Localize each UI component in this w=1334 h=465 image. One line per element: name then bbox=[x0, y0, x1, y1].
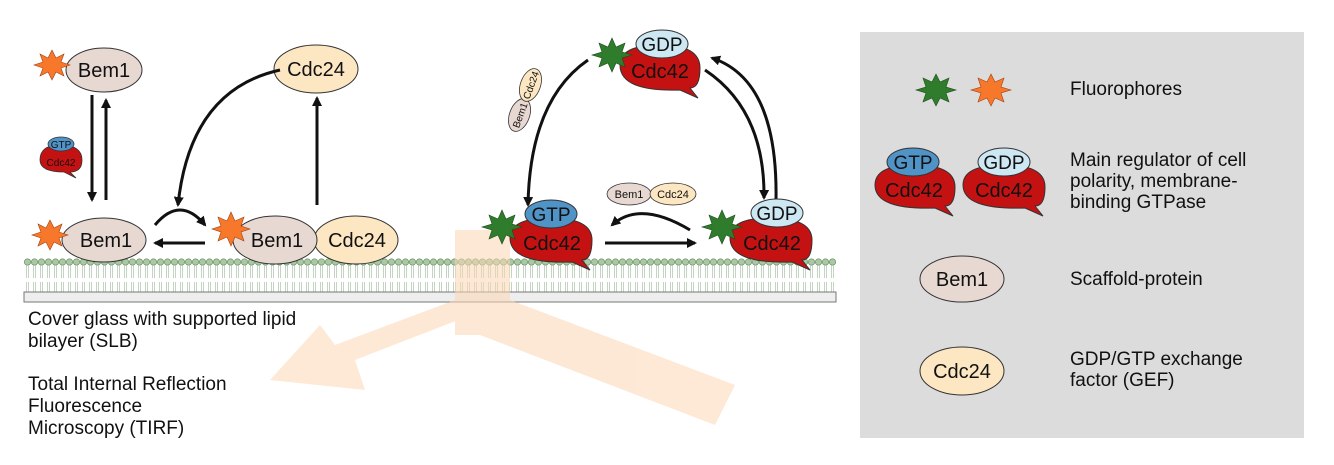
legend-text-bem1: Scaffold-protein bbox=[1070, 269, 1203, 290]
legend-cdc42-gdp-icon: Cdc42 GDP bbox=[962, 147, 1046, 217]
svg-text:GTP: GTP bbox=[893, 153, 932, 174]
top-bem1: Bem1 bbox=[33, 47, 143, 93]
legend-text-fluorophores: Fluorophores bbox=[1070, 79, 1182, 100]
fluorophore-orange-icon bbox=[969, 73, 1013, 107]
legend-text-cdc24: GDP/GTP exchange factor (GEF) bbox=[1070, 349, 1243, 391]
svg-text:Cdc42: Cdc42 bbox=[523, 233, 581, 255]
top-cdc24: Cdc24 bbox=[273, 44, 359, 94]
legend-icons: Cdc42 GTP Cdc42 GDP Bem1 Cdc24 bbox=[874, 73, 1046, 396]
svg-text:Cdc42: Cdc42 bbox=[743, 233, 801, 255]
svg-text:Cdc42: Cdc42 bbox=[47, 158, 76, 169]
fluorophore-green-icon bbox=[480, 209, 524, 245]
fluorophore-orange-icon bbox=[211, 211, 251, 247]
svg-text:GDP: GDP bbox=[983, 153, 1024, 174]
right-cdc42-gdp: Cdc42 GDP bbox=[700, 198, 813, 271]
svg-text:Bem1: Bem1 bbox=[936, 269, 988, 291]
fluorophore-orange-icon bbox=[33, 49, 71, 81]
svg-text:GDP: GDP bbox=[756, 204, 797, 225]
fluorophore-orange-icon bbox=[31, 219, 69, 251]
left-cdc42-gtp: Cdc42 GTP bbox=[480, 199, 593, 271]
legend-cdc24-icon: Cdc24 bbox=[919, 346, 1005, 396]
bottom-bem1: Bem1 bbox=[31, 217, 147, 263]
bem1-cdc24-complex: Bem1 Cdc24 bbox=[211, 211, 399, 265]
left-cycle: Bem1 Cdc42 GTP Bem1 Cdc24 bbox=[31, 44, 399, 265]
legend-text-cdc42: Main regulator of cell polarity, membran… bbox=[1070, 150, 1247, 213]
top-cdc42-gdp: Cdc42 GDP bbox=[590, 29, 701, 99]
svg-text:Cdc24: Cdc24 bbox=[287, 59, 345, 81]
fluorophore-green-icon bbox=[700, 209, 744, 245]
top-bem1-label: Bem1 bbox=[78, 60, 130, 82]
tilted-bem1-cdc24: Bem1 Cdc24 bbox=[508, 68, 542, 132]
svg-text:Cdc24: Cdc24 bbox=[657, 189, 689, 201]
small-gtp-cdc42: Cdc42 GTP bbox=[39, 136, 83, 179]
cover-glass bbox=[23, 291, 837, 303]
svg-text:Cdc42: Cdc42 bbox=[975, 180, 1033, 202]
svg-text:GTP: GTP bbox=[51, 140, 72, 151]
tirf-caption: Total Internal Reflection Fluorescence M… bbox=[28, 374, 227, 439]
svg-text:Bem1: Bem1 bbox=[251, 230, 303, 252]
lipid-bilayer bbox=[23, 258, 837, 303]
svg-text:Cdc42: Cdc42 bbox=[885, 180, 943, 202]
svg-text:Bem1: Bem1 bbox=[80, 230, 132, 252]
right-cycle: Cdc42 GDP Bem1 Cdc24 Bem1 Cdc24 Cdc bbox=[480, 29, 813, 271]
svg-text:Cdc42: Cdc42 bbox=[631, 61, 689, 83]
legend-cdc42-gtp-icon: Cdc42 GTP bbox=[874, 147, 956, 217]
fluorophore-green-icon bbox=[590, 37, 634, 73]
svg-text:Bem1: Bem1 bbox=[615, 189, 644, 201]
svg-text:GTP: GTP bbox=[531, 205, 570, 226]
svg-text:GDP: GDP bbox=[641, 35, 682, 56]
svg-text:Cdc24: Cdc24 bbox=[933, 361, 991, 383]
cover-glass-caption: Cover glass with supported lipid bilayer… bbox=[28, 309, 297, 352]
svg-text:Cdc24: Cdc24 bbox=[328, 230, 386, 252]
tirf-light-arrows bbox=[270, 230, 735, 425]
legend-bem1-icon: Bem1 bbox=[919, 255, 1005, 303]
fluorophore-green-icon bbox=[914, 73, 958, 107]
middle-bem1-cdc24: Bem1 Cdc24 bbox=[606, 182, 697, 206]
